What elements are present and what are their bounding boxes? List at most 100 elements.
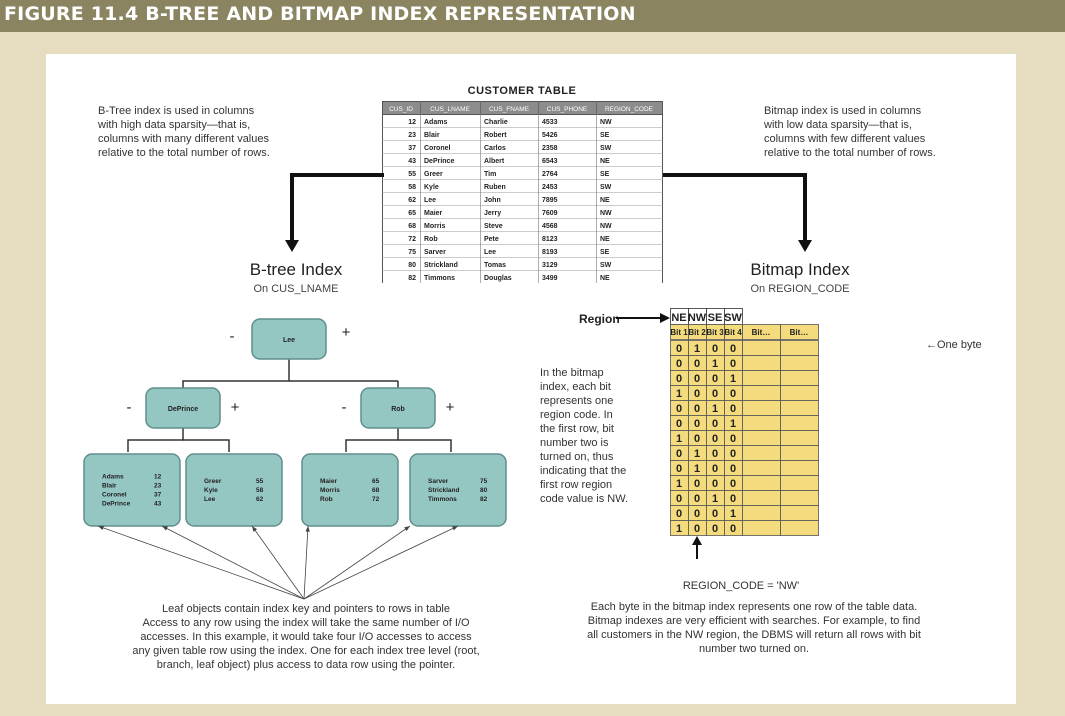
leaf-pointer: 58 [256, 487, 264, 494]
table-cell: 23 [408, 132, 416, 139]
bitmap-cell [780, 385, 819, 401]
btree-edge-branch-left-2 [183, 439, 230, 452]
table-header-label: REGION_CODE [605, 106, 654, 113]
bit-value: 1 [694, 448, 700, 460]
table-cell: 8193 [542, 249, 558, 256]
bitmap-cell [742, 385, 781, 401]
btree-edge-branch-right [345, 428, 399, 452]
table-cell: SW [600, 145, 612, 152]
leaf-pointer: 68 [372, 487, 380, 494]
bitmap-cell [742, 340, 781, 356]
bitmap-cell [780, 430, 819, 446]
bit-value: 1 [694, 343, 700, 355]
table-cell: Rob [424, 236, 438, 243]
region-label: Region [579, 312, 620, 326]
leaf-pointer-arrowhead [98, 525, 104, 530]
bit-value: 0 [676, 418, 682, 430]
btree-root-plus: + [342, 324, 351, 341]
table-cell: Maier [424, 210, 443, 217]
table-cell: NW [600, 119, 612, 126]
bit-value: 0 [730, 523, 736, 535]
leaf-key: Sarver [428, 478, 449, 485]
table-cell: 12 [408, 119, 416, 126]
bit-value: 0 [730, 343, 736, 355]
bit-value: 0 [694, 523, 700, 535]
leaf-key: DePrince [102, 501, 131, 508]
table-cell: 6543 [542, 158, 558, 165]
table-cell: Lee [484, 249, 496, 256]
bit-value: 0 [712, 463, 718, 475]
table-cell: Strickland [424, 262, 458, 269]
btree-leaf-node [83, 453, 181, 527]
table-cell: Timmons [424, 275, 455, 282]
bitmap-cell [780, 520, 819, 536]
bit-value: 0 [676, 508, 682, 520]
region-header-label: SW [724, 312, 742, 324]
leaf-pointer-arrow [97, 525, 305, 600]
table-cell: NE [600, 236, 610, 243]
table-cell: 7609 [542, 210, 558, 217]
leaf-pointer: 80 [480, 487, 488, 494]
leaf-key: Greer [204, 478, 222, 485]
region-header-label: NW [688, 312, 707, 324]
bitmap-cell [780, 415, 819, 431]
bit-value: 0 [712, 433, 718, 445]
bit-value: 0 [694, 403, 700, 415]
table-cell: Steve [484, 223, 503, 230]
bit-value: 0 [694, 373, 700, 385]
bitmap-cell [742, 415, 781, 431]
leaf-key: Maier [320, 478, 337, 485]
bitmap-cell [742, 490, 781, 506]
bitmap-cell [742, 520, 781, 536]
bitmap-cell [780, 505, 819, 521]
connector-arrows [285, 173, 812, 252]
leaf-pointer: 82 [480, 496, 488, 503]
table-cell: 37 [408, 145, 416, 152]
bit-value: 0 [694, 508, 700, 520]
table-cell: Charlie [484, 119, 508, 126]
leaf-pointer-arrowhead [452, 526, 458, 531]
leaf-key: Kyle [204, 487, 218, 494]
table-cell: Morris [424, 223, 446, 230]
leaf-key: Coronel [102, 492, 127, 499]
bit-value: 0 [730, 478, 736, 490]
table-cell: 4533 [542, 119, 558, 126]
table-cell: NE [600, 197, 610, 204]
table-cell: 7895 [542, 197, 558, 204]
bitmap-cell [780, 340, 819, 356]
table-cell: Carlos [484, 145, 506, 152]
leaf-pointer-arrowhead [252, 526, 258, 532]
bit-label: Bit 4 [724, 328, 742, 337]
table-header-label: CUS_LNAME [430, 106, 470, 113]
btree-title: B-tree Index [249, 260, 343, 279]
bit-value: 0 [712, 418, 718, 430]
leaf-pointer: 37 [154, 492, 162, 499]
table-cell: DePrince [424, 158, 454, 165]
btree-usage-note: B-Tree index is used in columns with hig… [98, 105, 270, 159]
table-cell: NE [600, 158, 610, 165]
leaf-key: Blair [102, 483, 117, 490]
leaf-pointer: 75 [480, 478, 488, 485]
bit-value: 0 [676, 373, 682, 385]
table-cell: SW [600, 262, 612, 269]
bit-value: 0 [694, 358, 700, 370]
region-header-label: NE [671, 312, 686, 324]
table-cell: 55 [408, 171, 416, 178]
btree-root-node [251, 318, 327, 360]
btree-branch-plus: + [231, 399, 240, 416]
bit-value: 0 [676, 343, 682, 355]
table-cell: 8123 [542, 236, 558, 243]
bit-value: 1 [694, 463, 700, 475]
table-cell: Coronel [424, 145, 451, 152]
bit-value: 0 [694, 493, 700, 505]
leaf-pointer: 43 [154, 501, 162, 508]
leaf-pointer: 55 [256, 478, 264, 485]
bit-value: 0 [730, 358, 736, 370]
table-cell: Ruben [484, 184, 506, 191]
btree-edge-branch-left [127, 428, 184, 452]
bitmap-cell [742, 370, 781, 386]
bitmap-cell [742, 505, 781, 521]
